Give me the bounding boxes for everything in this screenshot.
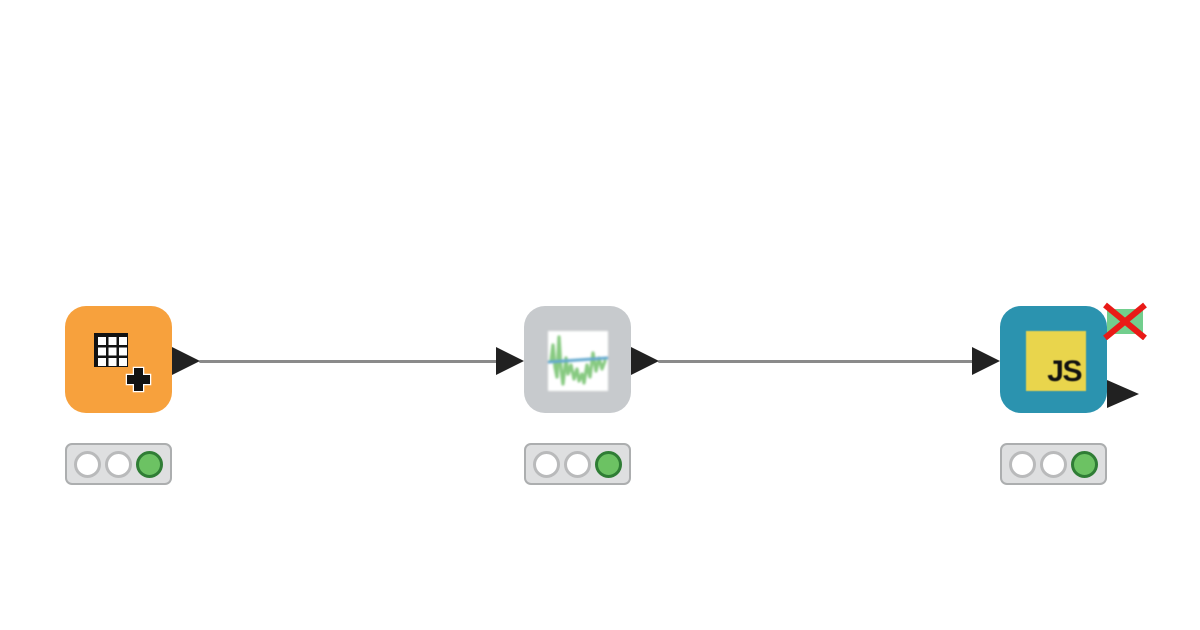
status-lamp-yellow-off xyxy=(105,450,132,478)
status-lamp-red-off xyxy=(74,450,101,478)
table-grid-plus-icon xyxy=(94,333,152,393)
status-lamp-green-on xyxy=(136,450,163,478)
x-mark-icon xyxy=(1103,302,1147,340)
chart-series-line xyxy=(549,335,607,386)
status-lamp-yellow-off xyxy=(1040,450,1067,478)
connection-wire-1[interactable] xyxy=(199,360,498,363)
output-port-table-creator[interactable] xyxy=(172,347,200,375)
red-x-badge xyxy=(1103,302,1147,340)
status-lamp-yellow-off xyxy=(564,450,591,478)
output-port-line-plot-view[interactable] xyxy=(631,347,659,375)
node-table-creator[interactable] xyxy=(65,306,172,413)
status-traffic-light-table-creator[interactable] xyxy=(65,443,172,485)
node-line-plot-view[interactable] xyxy=(524,306,631,413)
plus-sign xyxy=(125,366,152,393)
js-icon: JS xyxy=(1026,331,1086,391)
js-icon-label: JS xyxy=(1047,355,1082,388)
chart-baseline xyxy=(548,356,608,364)
output-port-javascript-view[interactable] xyxy=(1107,380,1139,408)
status-lamp-red-off xyxy=(1009,450,1036,478)
status-traffic-light-line-plot-view[interactable] xyxy=(524,443,631,485)
line-chart-icon xyxy=(548,331,608,391)
input-port-javascript-view[interactable] xyxy=(972,347,1000,375)
node-javascript-view[interactable]: JS xyxy=(1000,306,1107,413)
status-lamp-red-off xyxy=(533,450,560,478)
status-traffic-light-javascript-view[interactable] xyxy=(1000,443,1107,485)
table-grid-cells xyxy=(98,337,127,366)
input-port-line-plot-view[interactable] xyxy=(496,347,524,375)
connection-wire-2[interactable] xyxy=(658,360,974,363)
status-lamp-green-on xyxy=(1071,450,1098,478)
status-lamp-green-on xyxy=(595,450,622,478)
